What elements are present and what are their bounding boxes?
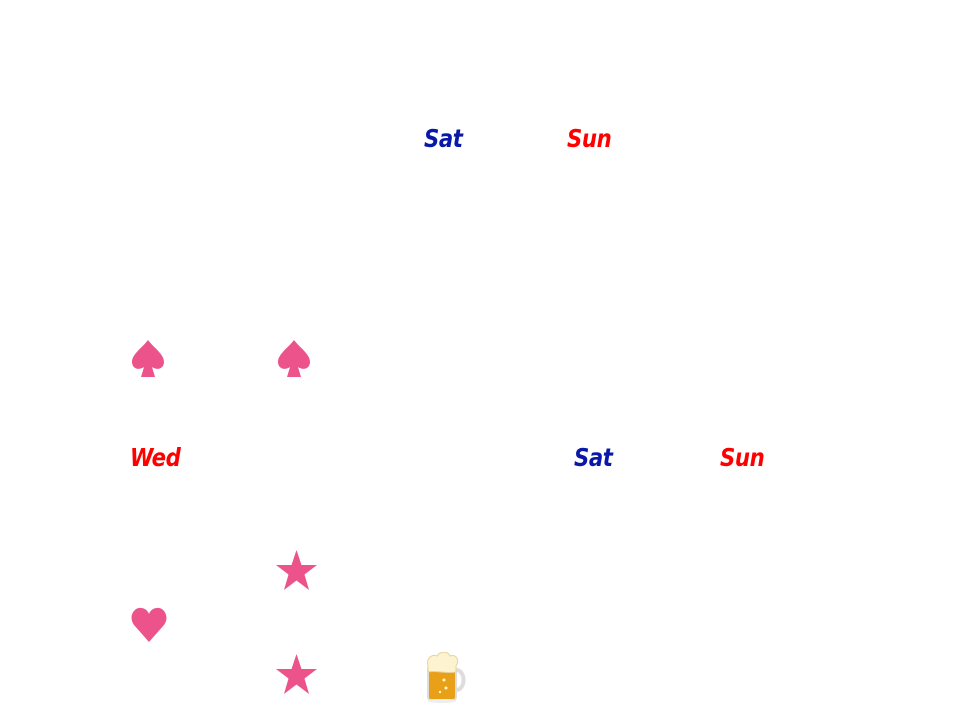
day-label-sun: Sun [567,124,612,153]
beer-mug-icon [426,652,468,704]
spade-icon [278,340,310,378]
spade-icon [132,340,164,378]
day-label-sun: Sun [720,443,765,472]
heart-icon [131,607,167,643]
day-label-sat: Sat [574,443,613,472]
day-label-wed: Wed [130,443,181,472]
star-icon [276,550,317,590]
star-icon [276,654,317,694]
day-label-sat: Sat [424,124,463,153]
